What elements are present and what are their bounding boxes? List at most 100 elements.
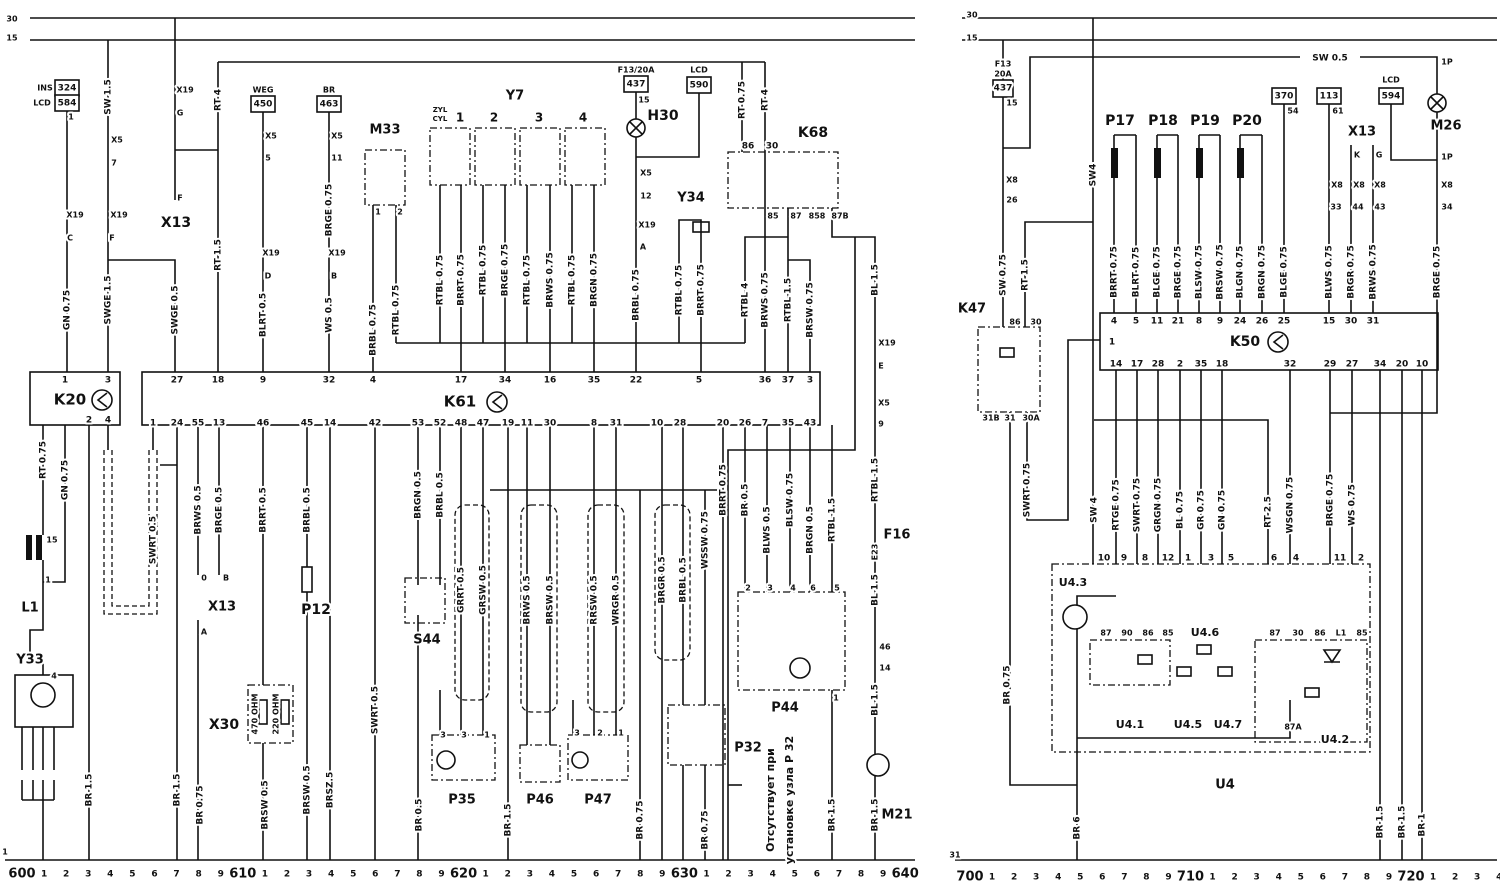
u41-box <box>1089 639 1171 686</box>
label-rx8d: X8 <box>1353 181 1365 190</box>
wire-label: BR 0.75 <box>1003 665 1013 704</box>
label-r2-l1: L1 <box>1336 629 1347 638</box>
k61-box <box>141 371 821 426</box>
label-b370-p: 54 <box>1287 107 1299 116</box>
p44-meter-icon <box>789 657 811 679</box>
u42-box <box>1254 639 1368 743</box>
wire-label: BRBL 0.5 <box>679 557 689 602</box>
ruler-tick: 5 <box>1077 873 1083 883</box>
ruler-tick: 5 <box>1298 873 1304 883</box>
wire-label: BRRT 0.5 <box>259 487 269 533</box>
ruler-tick: 5 <box>792 870 798 880</box>
label-lcd3: LCD <box>1382 76 1400 85</box>
wire-label: BRBL 0.5 <box>436 472 446 517</box>
k50-pin: 28 <box>1152 360 1165 370</box>
k61-control-unit-icon <box>486 391 508 413</box>
wire-label: BLGN 0.75 <box>1236 246 1246 299</box>
p47-shield <box>587 504 625 713</box>
label-l1: L1 <box>21 601 38 616</box>
label-weg-box: 450 <box>254 100 273 110</box>
wire-label: BR 0.5 <box>741 484 751 517</box>
label-zyl: ZYL <box>433 106 448 114</box>
x30-box <box>247 684 294 744</box>
label-k47-30: 30 <box>1030 318 1042 327</box>
label-r1-86: 86 <box>1142 629 1154 638</box>
wire-label: BRGE 0.75 <box>1174 246 1184 299</box>
wire-label: BR 0.75 <box>701 810 711 849</box>
label-u41: U4.1 <box>1116 718 1144 731</box>
fuse-reference-box <box>686 76 712 94</box>
k50-pin: 1 <box>1109 338 1115 348</box>
wire <box>1077 700 1291 739</box>
label-rx8b-p: 34 <box>1441 203 1453 212</box>
wire-label: RTBL 0.75 <box>436 255 446 306</box>
ruler-tick: 8 <box>637 870 643 880</box>
label-k68-86: 86 <box>742 142 755 152</box>
wire-label: GN 0.75 <box>61 460 71 500</box>
ruler-tick: 3 <box>1033 873 1039 883</box>
label-f16-sym: E23 <box>871 544 880 561</box>
label-c14: 14 <box>879 664 891 673</box>
ruler-tick: 6 <box>151 870 157 880</box>
ruler-tick: 2 <box>1231 873 1237 883</box>
label-b370: 370 <box>1275 92 1294 102</box>
k61-pin: 26 <box>739 419 752 429</box>
k61-pin: 3 <box>807 376 813 386</box>
k61-pin: 7 <box>762 419 768 429</box>
p35-sensor-icon <box>436 750 456 770</box>
ruler-tick: 1 <box>262 870 268 880</box>
wire-label: BLWS 0.5 <box>763 506 773 553</box>
p17-resistor <box>1111 148 1118 178</box>
k50-pin: 34 <box>1374 360 1387 370</box>
wire <box>108 259 176 372</box>
ruler-tick: 1 <box>1430 873 1436 883</box>
k50-box <box>1099 312 1439 371</box>
wire-label: SWGE 0.5 <box>171 285 181 334</box>
label-x13b: X13 <box>208 600 236 615</box>
label-x5b: X5 <box>265 132 277 141</box>
label-u4: U4 <box>1215 778 1235 793</box>
label-r2-87: 87 <box>1269 629 1280 638</box>
k20-control-unit-icon <box>96 392 108 408</box>
ruler-tick: 9 <box>218 870 224 880</box>
label-p44-2: 2 <box>745 584 751 593</box>
k50-pin: 10 <box>1416 360 1429 370</box>
k61-pin: 35 <box>588 376 601 386</box>
wire-label: BL 1.5 <box>871 264 881 296</box>
label-b113: 113 <box>1320 92 1339 102</box>
wire-label: BRGE 0.75 <box>1433 246 1443 299</box>
label-p18: P18 <box>1148 113 1178 129</box>
label-l1-15: 15 <box>46 536 58 545</box>
y7-cyl1-box <box>429 127 471 186</box>
k61-pin: 46 <box>257 419 270 429</box>
fuse-reference-box <box>250 95 276 113</box>
label-h30: H30 <box>647 108 678 124</box>
k61-pin: 31 <box>610 419 623 429</box>
ruler-tick: 4 <box>770 870 776 880</box>
ruler-tick: 5 <box>129 870 135 880</box>
wire <box>636 92 700 158</box>
k61-pin: 8 <box>591 419 597 429</box>
label-x5e: X5 <box>878 399 890 408</box>
wire <box>1003 56 1300 149</box>
y33-distributor-icon <box>30 682 56 708</box>
label-k68-87: 87 <box>790 212 801 221</box>
k20-pin: 2 <box>86 416 92 426</box>
ruler-tick: 4 <box>1055 873 1061 883</box>
label-x5c-p: 11 <box>331 154 343 163</box>
k61-pin: 24 <box>171 419 184 429</box>
ruler-tick: 6 <box>814 870 820 880</box>
component-outlines <box>14 79 1447 860</box>
wire-label: GR 0.75 <box>1197 490 1207 530</box>
p35-box <box>431 734 496 781</box>
ruler-tick: 8 <box>858 870 864 880</box>
ruler-tick: 6 <box>593 870 599 880</box>
k50-pin: 24 <box>1234 317 1247 327</box>
label-x19e-p: B <box>331 272 337 281</box>
label-rx8c-p: 33 <box>1330 203 1341 212</box>
ruler-tick: 8 <box>196 870 202 880</box>
label-u43: U4.3 <box>1059 576 1087 589</box>
k20-pin: 4 <box>105 416 111 426</box>
label-r1-90: 90 <box>1121 629 1133 638</box>
label-u4p11: 11 <box>1334 554 1347 564</box>
